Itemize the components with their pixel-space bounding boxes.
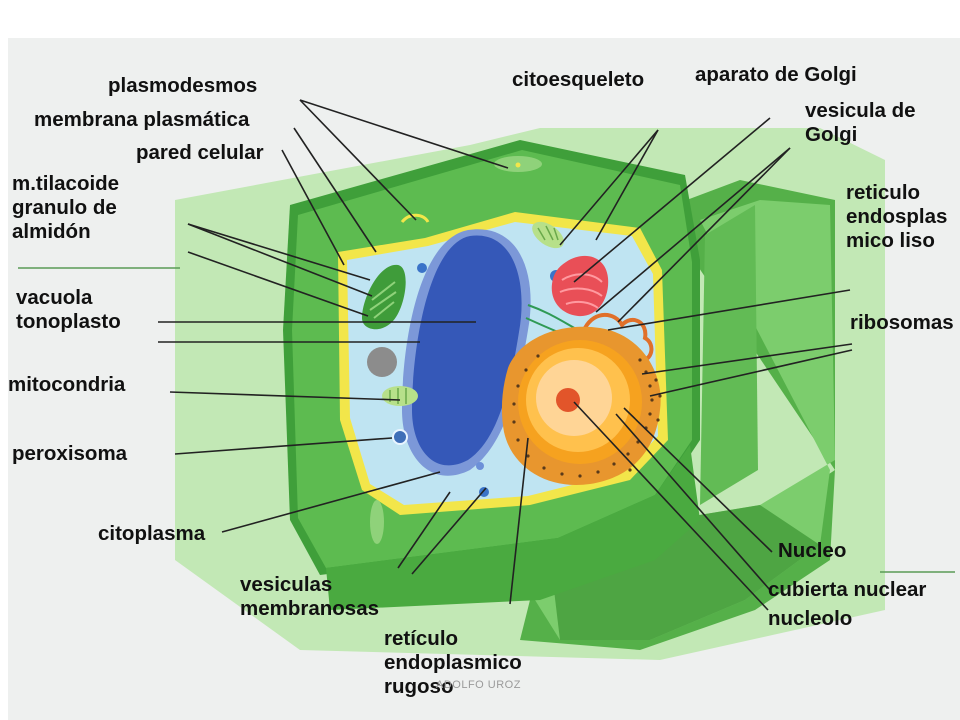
leader-lines (158, 99, 853, 611)
label-tilacoide-line2: granulo de (12, 196, 117, 219)
label-vesiculas-line1: vesiculas (240, 573, 333, 596)
label-vesicula-golgi-line1: vesicula de (805, 99, 916, 122)
label-vacuola: vacuola (16, 286, 93, 309)
label-mitocondria: mitocondria (8, 373, 126, 396)
cell-wall-bottom-face (326, 445, 700, 610)
label-plasmodesmos: plasmodesmos (108, 74, 258, 97)
label-rer-line3: rugoso (384, 675, 454, 698)
label-vacuola-group: vacuola tonoplasto (16, 286, 121, 334)
chloroplast (362, 264, 406, 330)
label-nucleo: Nucleo (778, 539, 847, 562)
label-rer-line2: endoplasmico (384, 651, 522, 674)
label-membrana-plasmatica: membrana plasmática (34, 108, 250, 131)
label-rer-group: retículo endoplasmico rugoso (384, 627, 522, 699)
label-vesiculas-line2: membranosas (240, 597, 380, 620)
vesicle-1 (417, 263, 427, 273)
mitochondrion-lower (382, 386, 418, 406)
label-tilacoide-line3: almidón (12, 220, 91, 243)
plasmodesma-pore (515, 162, 521, 168)
label-rer-line1: retículo (384, 627, 459, 650)
peroxisome (392, 429, 408, 445)
label-ribosomas: ribosomas (850, 311, 954, 334)
label-tilacoide-group: m.tilacoide granulo de almidón (12, 172, 119, 244)
vacuole (412, 235, 522, 466)
label-rel-group: reticulo endosplas mico liso (846, 181, 960, 253)
label-pared-celular: pared celular (136, 141, 264, 164)
mitochondrion-upper (532, 221, 564, 249)
label-citoplasma: citoplasma (98, 522, 206, 545)
plasmodesma-mid (400, 213, 430, 224)
vesicle-4 (476, 462, 484, 470)
label-rel-line3: mico liso (846, 229, 935, 252)
chloroplast-thylakoids (369, 281, 397, 319)
label-tonoplasto: tonoplasto (16, 310, 121, 333)
label-tilacoide-line1: m.tilacoide (12, 172, 120, 195)
label-vesicula-golgi-group: vesicula de Golgi (805, 99, 916, 147)
vesicle-3 (479, 487, 489, 497)
mitochondrion-upper-cristae (537, 225, 559, 241)
label-vesicula-golgi-line2: Golgi (805, 123, 858, 146)
label-cubierta-nuclear: cubierta nuclear (768, 578, 927, 601)
label-citoesqueleto: citoesqueleto (512, 68, 645, 91)
wall-pit (370, 500, 384, 544)
label-vesiculas-group: vesiculas membranosas (240, 573, 379, 621)
author-credit: ADOLFO UROZ (436, 679, 521, 691)
nucleolus (556, 388, 580, 412)
amyloplast (367, 347, 397, 377)
ribosome-dots (512, 354, 662, 478)
cell-wall-side-inner (700, 205, 758, 505)
golgi-apparatus (551, 255, 609, 317)
label-aparato-golgi: aparato de Golgi (695, 63, 857, 86)
label-rel-line1: reticulo (846, 181, 921, 204)
label-peroxisoma: peroxisoma (12, 442, 128, 465)
label-rel-line2: endosplas (846, 205, 948, 228)
label-nucleolo: nucleolo (768, 607, 853, 630)
